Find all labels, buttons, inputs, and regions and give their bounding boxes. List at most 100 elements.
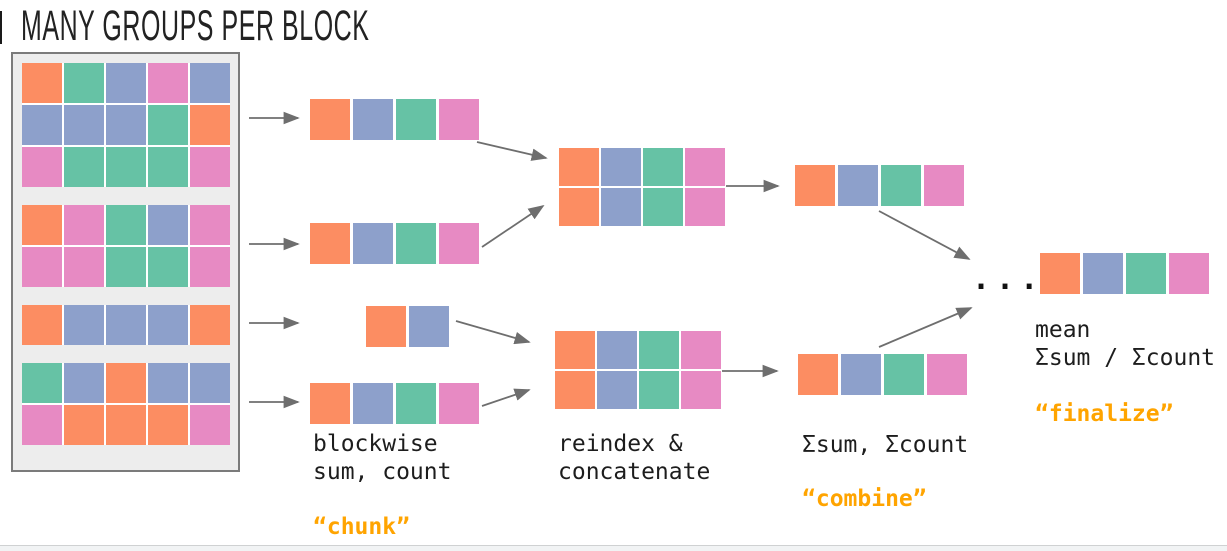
pink-cell	[439, 223, 479, 264]
orange-cell	[22, 205, 62, 245]
square-row	[555, 331, 721, 369]
square-row	[798, 354, 967, 395]
square-row	[22, 305, 230, 345]
blue-cell	[64, 363, 104, 403]
blue-cell	[1083, 253, 1123, 294]
pink-cell	[927, 354, 967, 395]
square-row	[22, 63, 230, 103]
ellipsis: ...	[972, 262, 1045, 297]
final-row	[1040, 253, 1209, 294]
orange-cell	[555, 371, 595, 409]
orange-cell	[798, 354, 838, 395]
stage-label-chunk: “chunk”	[313, 514, 410, 540]
orange-cell	[310, 99, 350, 140]
orange-cell	[64, 405, 104, 445]
green-cell	[396, 223, 436, 264]
pink-cell	[22, 147, 62, 187]
square-row	[1040, 253, 1209, 294]
blue-cell	[601, 148, 641, 186]
blue-cell	[353, 223, 393, 264]
green-cell	[106, 205, 146, 245]
pink-cell	[1169, 253, 1209, 294]
blue-cell	[22, 105, 62, 145]
label-mean: mean Σsum / Σcount	[1035, 317, 1216, 371]
green-cell	[639, 331, 679, 369]
orange-cell	[559, 148, 599, 186]
pink-cell	[439, 99, 479, 140]
blue-cell	[148, 205, 188, 245]
green-cell	[106, 147, 146, 187]
pink-cell	[190, 205, 230, 245]
chunk-row-4	[310, 383, 479, 424]
square-row	[22, 247, 230, 287]
label-blockwise: blockwise sum, count	[313, 431, 452, 485]
square-row	[22, 405, 230, 445]
source-group-3	[22, 305, 230, 345]
blue-cell	[106, 105, 146, 145]
blue-cell	[409, 306, 449, 347]
orange-cell	[1040, 253, 1080, 294]
chunk-row-2	[310, 223, 479, 264]
pink-cell	[148, 63, 188, 103]
blue-cell	[601, 188, 641, 226]
green-cell	[148, 105, 188, 145]
concat-block-1	[559, 148, 725, 226]
source-group-1	[22, 63, 230, 187]
square-row	[795, 165, 964, 206]
pink-cell	[64, 247, 104, 287]
green-cell	[884, 354, 924, 395]
orange-cell	[22, 305, 62, 345]
green-cell	[639, 371, 679, 409]
orange-cell	[559, 188, 599, 226]
orange-cell	[190, 305, 230, 345]
green-cell	[643, 148, 683, 186]
green-cell	[148, 147, 188, 187]
square-row	[22, 147, 230, 187]
orange-cell	[148, 405, 188, 445]
pink-cell	[685, 188, 725, 226]
orange-cell	[190, 105, 230, 145]
orange-cell	[795, 165, 835, 206]
pink-cell	[439, 383, 479, 424]
orange-cell	[106, 363, 146, 403]
blue-cell	[148, 305, 188, 345]
chunk-row-1	[310, 99, 479, 140]
green-cell	[148, 247, 188, 287]
concat-block-2	[555, 331, 721, 409]
pink-cell	[64, 205, 104, 245]
square-row	[22, 363, 230, 403]
green-cell	[106, 247, 146, 287]
orange-cell	[310, 383, 350, 424]
pink-cell	[22, 247, 62, 287]
combine-row-1	[795, 165, 964, 206]
pink-cell	[190, 405, 230, 445]
green-cell	[1126, 253, 1166, 294]
label-sum-count: Σsum, Σcount	[802, 432, 969, 458]
square-row	[22, 105, 230, 145]
square-row	[310, 223, 479, 264]
green-cell	[396, 383, 436, 424]
stage-label-finalize: “finalize”	[1035, 401, 1174, 427]
pink-cell	[190, 247, 230, 287]
blue-cell	[64, 305, 104, 345]
orange-cell	[366, 306, 406, 347]
orange-cell	[310, 223, 350, 264]
edge-mark	[0, 11, 2, 44]
pink-cell	[190, 147, 230, 187]
orange-cell	[555, 331, 595, 369]
square-row	[559, 188, 725, 226]
label-reindex: reindex & concatenate	[558, 431, 711, 485]
chunk-row-3	[366, 306, 449, 347]
green-cell	[643, 188, 683, 226]
pink-cell	[22, 405, 62, 445]
blue-cell	[106, 305, 146, 345]
source-group-4	[22, 363, 230, 445]
green-cell	[396, 99, 436, 140]
orange-cell	[22, 63, 62, 103]
blue-cell	[353, 99, 393, 140]
diagram-title: MANY GROUPS PER BLOCK	[21, 2, 370, 50]
combine-row-2	[798, 354, 967, 395]
stage-label-combine: “combine”	[802, 486, 927, 512]
square-row	[366, 306, 449, 347]
